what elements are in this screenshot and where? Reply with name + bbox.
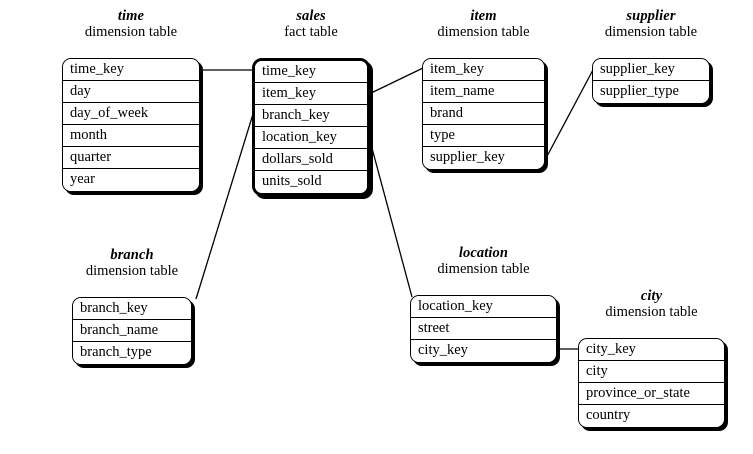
field-time-year[interactable]: year — [63, 169, 199, 191]
entity-city-caption: city dimension table — [605, 288, 697, 320]
entity-location-caption: location dimension table — [437, 245, 529, 277]
field-sales-units_sold[interactable]: units_sold — [255, 171, 367, 193]
field-branch-branch_key[interactable]: branch_key — [73, 298, 191, 320]
entity-supplier-caption: supplier dimension table — [605, 8, 697, 40]
link-sales-branch — [195, 113, 254, 300]
entity-supplier-box[interactable]: supplier_key supplier_type — [592, 58, 710, 104]
entity-city-title: city — [640, 288, 663, 304]
field-branch-branch_type[interactable]: branch_type — [73, 342, 191, 364]
field-sales-time_key[interactable]: time_key — [255, 61, 367, 83]
entity-item-subtitle: dimension table — [437, 24, 530, 41]
field-city-country[interactable]: country — [579, 405, 724, 427]
field-sales-dollars_sold[interactable]: dollars_sold — [255, 149, 367, 171]
entity-sales-subtitle: fact table — [284, 24, 338, 41]
field-item-item_key[interactable]: item_key — [423, 59, 544, 81]
field-location-location_key[interactable]: location_key — [411, 296, 556, 318]
entity-item-caption: item dimension table — [437, 8, 529, 40]
field-time-quarter[interactable]: quarter — [63, 147, 199, 169]
field-item-supplier_key[interactable]: supplier_key — [423, 147, 544, 169]
entity-location-box[interactable]: location_key street city_key — [410, 295, 557, 363]
entity-location-title: location — [458, 245, 509, 261]
entity-time-caption: time dimension table — [85, 8, 177, 40]
entity-branch-title: branch — [110, 247, 154, 263]
entity-branch-box[interactable]: branch_key branch_name branch_type — [72, 297, 192, 365]
entity-time-subtitle: dimension table — [84, 24, 178, 41]
field-sales-branch_key[interactable]: branch_key — [255, 105, 367, 127]
entity-time-box[interactable]: time_key day day_of_week month quarter y… — [62, 58, 200, 192]
field-supplier-supplier_type[interactable]: supplier_type — [593, 81, 709, 103]
field-branch-branch_name[interactable]: branch_name — [73, 320, 191, 342]
entity-branch-caption: branch dimension table — [86, 247, 178, 279]
field-item-item_name[interactable]: item_name — [423, 81, 544, 103]
entity-city-box[interactable]: city_key city province_or_state country — [578, 338, 725, 428]
entity-supplier-title: supplier — [626, 8, 676, 24]
field-supplier-supplier_key[interactable]: supplier_key — [593, 59, 709, 81]
entity-item-title: item — [470, 8, 497, 24]
field-city-city[interactable]: city — [579, 361, 724, 383]
entity-item-box[interactable]: item_key item_name brand type supplier_k… — [422, 58, 545, 170]
field-sales-item_key[interactable]: item_key — [255, 83, 367, 105]
entity-location-subtitle: dimension table — [437, 261, 530, 278]
field-location-street[interactable]: street — [411, 318, 556, 340]
field-time-month[interactable]: month — [63, 125, 199, 147]
field-city-province_or_state[interactable]: province_or_state — [579, 383, 724, 405]
link-item-supplier — [544, 67, 595, 161]
field-location-city_key[interactable]: city_key — [411, 340, 556, 362]
entity-sales-caption: sales fact table — [284, 8, 338, 40]
field-city-city_key[interactable]: city_key — [579, 339, 724, 361]
entity-time-title: time — [117, 8, 145, 24]
field-time-day[interactable]: day — [63, 81, 199, 103]
field-time-time_key[interactable]: time_key — [63, 59, 199, 81]
entity-sales-box[interactable]: time_key item_key branch_key location_ke… — [252, 58, 370, 196]
field-item-type[interactable]: type — [423, 125, 544, 147]
entity-branch-subtitle: dimension table — [85, 263, 179, 280]
field-item-brand[interactable]: brand — [423, 103, 544, 125]
entity-city-subtitle: dimension table — [605, 304, 698, 321]
field-time-day_of_week[interactable]: day_of_week — [63, 103, 199, 125]
field-sales-location_key[interactable]: location_key — [255, 127, 367, 149]
link-sales-item — [368, 67, 424, 95]
entity-supplier-subtitle: dimension table — [604, 24, 698, 41]
entity-sales-title: sales — [296, 8, 326, 24]
link-sales-location — [368, 136, 413, 298]
